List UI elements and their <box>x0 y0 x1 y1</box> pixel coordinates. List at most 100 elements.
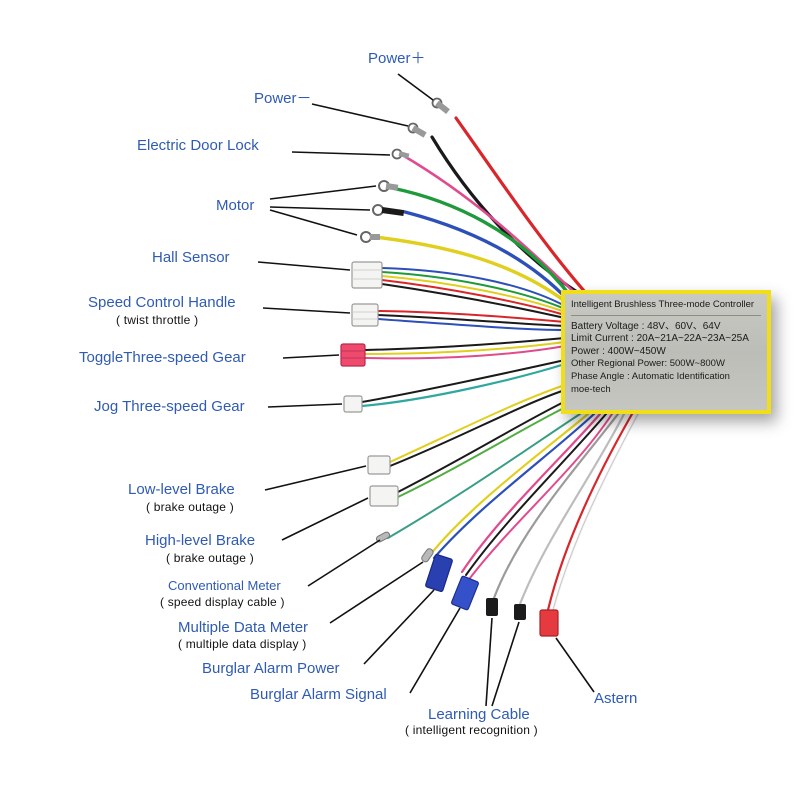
wire-hall-2 <box>381 271 566 310</box>
learning-connector-1 <box>486 598 498 616</box>
leader-learning-1 <box>485 617 493 707</box>
low-brake-connector <box>367 455 391 475</box>
label-toggle-gear: ToggleThree-speed Gear <box>79 349 246 366</box>
label-multi-meter-sub: ( multiple data display ) <box>178 637 307 651</box>
wire-power-minus <box>430 135 582 296</box>
wire-learning-2 <box>518 412 626 606</box>
controller-spec-panel: Intelligent Brushless Three-mode Control… <box>561 290 771 414</box>
wire-low-brake-2 <box>389 389 566 467</box>
wire-low-brake-1 <box>389 384 566 463</box>
ring-terminal-motor-2 <box>372 204 405 217</box>
label-low-brake-sub: ( brake outage ) <box>146 500 234 514</box>
leader-motor-3 <box>269 209 358 236</box>
leader-power-plus <box>397 73 434 101</box>
wire-throttle-2 <box>377 314 566 327</box>
hall-sensor-connector <box>351 261 383 289</box>
wire-learning-1 <box>492 412 620 600</box>
leader-hall-sensor <box>257 261 351 271</box>
high-brake-connector <box>369 485 399 507</box>
label-multi-meter: Multiple Data Meter <box>178 619 309 636</box>
wire-jog-1 <box>361 359 566 403</box>
label-conv-meter-sub: ( speed display cable ) <box>160 595 285 609</box>
wire-gear-3 <box>364 345 566 360</box>
alarm-signal-connector <box>451 575 479 611</box>
wire-alarm-power-2 <box>465 413 607 576</box>
label-learning: Learning Cable <box>428 706 530 723</box>
label-motor: Motor <box>216 197 255 214</box>
toggle-gear-connector <box>340 343 366 367</box>
controller-power: Power : 400W~450W <box>571 345 666 357</box>
controller-battery-voltage: Battery Voltage : 48V、60V、64V <box>571 320 721 332</box>
leader-motor-2 <box>269 206 371 211</box>
astern-connector <box>539 609 559 637</box>
wire-hall-3 <box>381 275 566 313</box>
wire-jog-2 <box>360 362 567 408</box>
label-leader-lines <box>257 73 595 707</box>
label-high-brake: High-level Brake <box>145 532 256 549</box>
leader-toggle-gear <box>282 354 340 359</box>
wire-bundle <box>360 116 640 612</box>
leader-high-brake <box>281 497 369 541</box>
leader-conv-meter <box>307 539 381 587</box>
label-high-brake-sub: ( brake outage ) <box>166 551 254 565</box>
leader-jog-gear <box>267 403 343 408</box>
ring-terminal-power-plus <box>431 97 450 114</box>
wire-high-brake-2 <box>397 404 571 498</box>
leader-door-lock <box>291 151 391 156</box>
wire-multi-meter-2 <box>432 412 596 560</box>
leader-alarm-power <box>363 589 435 665</box>
leader-power-minus <box>311 103 409 127</box>
label-speed-control: Speed Control Handle <box>88 294 236 311</box>
wire-hall-1 <box>381 267 566 307</box>
leader-multi-meter <box>329 561 424 624</box>
label-learning-sub: ( intelligent recognition ) <box>405 723 538 737</box>
ring-terminal-motor-1 <box>378 180 399 192</box>
label-astern: Astern <box>594 690 638 707</box>
wire-gear-1 <box>364 337 566 351</box>
wire-motor-yellow <box>373 235 568 304</box>
label-jog-gear: Jog Three-speed Gear <box>94 398 245 415</box>
wire-door-lock <box>402 154 580 298</box>
label-hall-sensor: Hall Sensor <box>152 249 230 266</box>
wire-throttle-1 <box>377 310 566 323</box>
label-alarm-signal: Burglar Alarm Signal <box>250 686 387 703</box>
wire-high-brake-1 <box>397 399 569 493</box>
wire-motor-green <box>390 186 574 300</box>
label-power-plus: Power＋ <box>368 50 426 67</box>
ring-terminal-door-lock <box>391 148 410 160</box>
wire-gear-2 <box>364 341 566 355</box>
label-alarm-power: Burglar Alarm Power <box>202 660 340 677</box>
leader-low-brake <box>264 465 367 491</box>
conv-meter-bullet <box>375 531 391 543</box>
wire-astern-1 <box>546 412 634 612</box>
leader-learning-2 <box>491 621 520 707</box>
leader-motor-1 <box>269 185 377 200</box>
alarm-power-connector <box>425 553 453 593</box>
label-low-brake: Low-level Brake <box>128 481 235 498</box>
ring-terminal-power-minus <box>407 122 427 138</box>
controller-limit-current: Limit Current : 20A~21A~22A~23A~25A <box>571 333 749 345</box>
wire-hall-5 <box>381 283 566 319</box>
jog-gear-connector <box>343 395 363 413</box>
controller-header: Intelligent Brushless Three-mode Control… <box>571 299 761 316</box>
throttle-connector <box>351 303 379 327</box>
leader-alarm-signal <box>409 607 461 694</box>
wire-motor-blue <box>403 210 570 302</box>
wire-astern-3 <box>552 413 639 611</box>
wire-power-plus <box>454 116 587 294</box>
label-door-lock: Electric Door Lock <box>137 137 259 154</box>
leader-astern <box>555 637 595 693</box>
wire-conv-meter <box>387 413 581 539</box>
wire-alarm-power-1 <box>460 412 602 574</box>
wire-hall-4 <box>381 279 566 316</box>
controller-phase-angle: Phase Angle : Automatic Identification <box>571 370 730 382</box>
wire-alarm-signal <box>469 413 613 579</box>
label-power-minus: Power－ <box>254 90 312 107</box>
label-speed-control-sub: ( twist throttle ) <box>116 313 199 327</box>
controller-regional-power: Other Regional Power: 500W~800W <box>571 358 725 370</box>
ring-terminal-motor-3 <box>360 231 380 243</box>
wire-throttle-3 <box>377 318 566 331</box>
label-conv-meter: Conventional Meter <box>168 578 281 593</box>
wire-multi-meter-1 <box>428 412 590 557</box>
